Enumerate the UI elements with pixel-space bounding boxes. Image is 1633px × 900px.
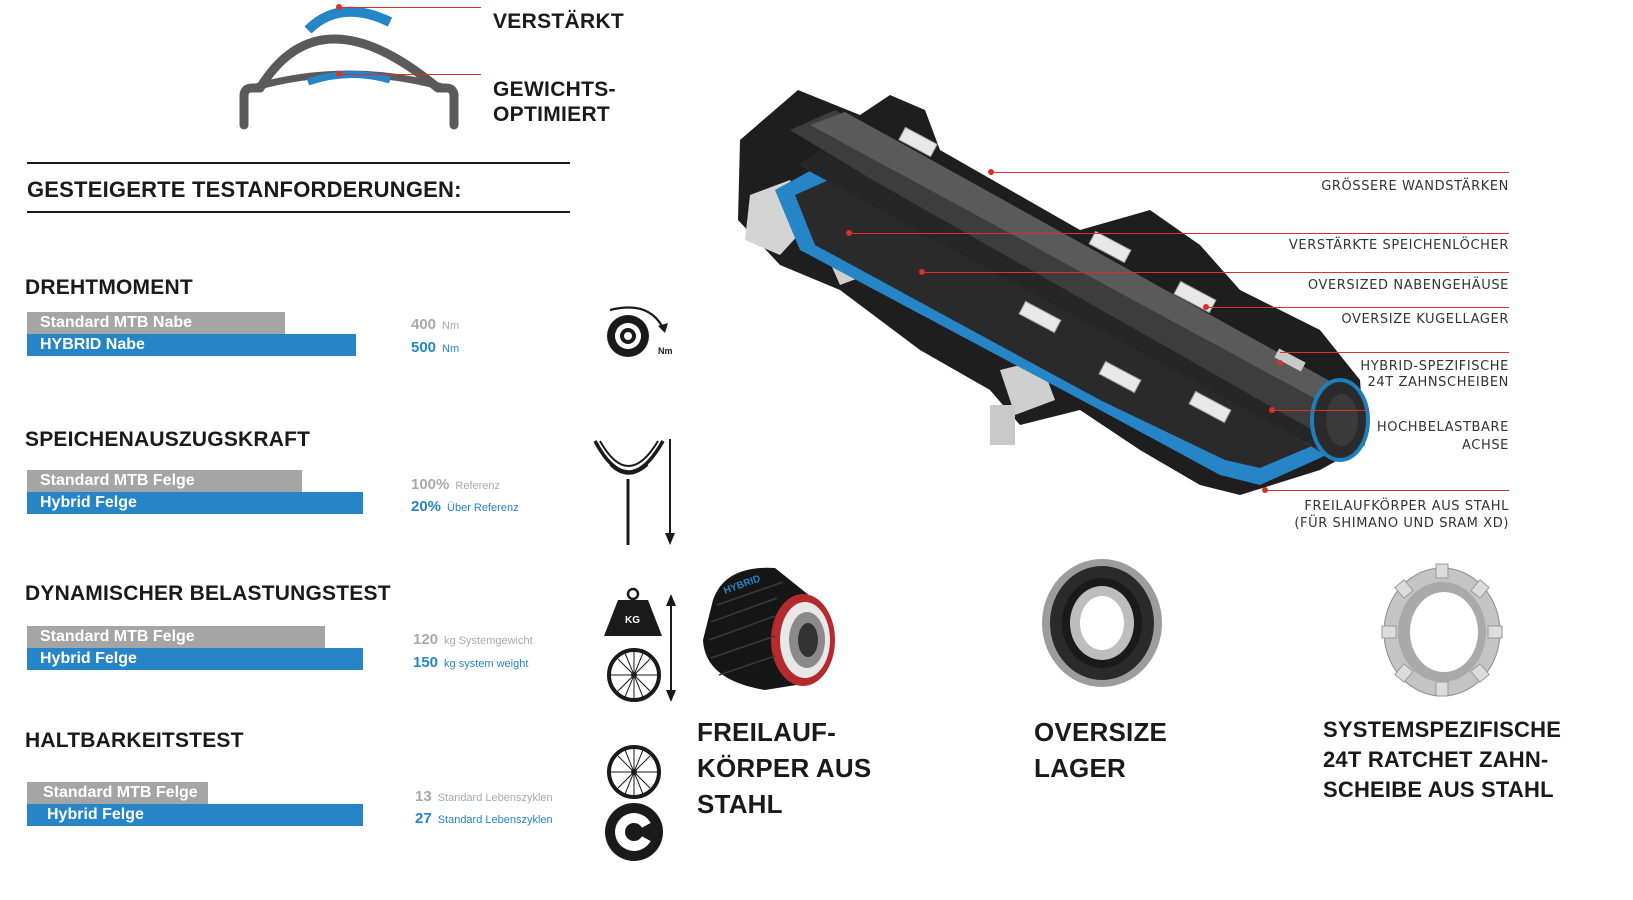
callout-axle-2: ACHSE (1462, 438, 1509, 453)
test-title-dynamic-load: DYNAMISCHER BELASTUNGSTEST (25, 582, 391, 605)
callout-wall-thickness: GRÖSSERE WANDSTÄRKEN (1321, 179, 1509, 194)
caption-bearing: OVERSIZE LAGER (1034, 717, 1168, 783)
rim-callout-line-bottom (341, 74, 481, 75)
bearing-image (1042, 559, 1162, 687)
ratchet-ring-image (1381, 563, 1503, 697)
bar-standard-dynamic-load: Standard MTB Felge (27, 626, 325, 648)
test-title-spoke-pull: SPEICHENAUSZUGSKRAFT (25, 428, 311, 451)
callout-ratchet-1: HYBRID-SPEZIFISCHE (1360, 359, 1509, 374)
hub-cross-section-diagram (738, 90, 1370, 495)
callout-axle-1: HOCHBELASTBARE (1376, 420, 1509, 435)
svg-text:KG: KG (625, 615, 640, 626)
rim-label-weight-optimized-2: OPTIMIERT (493, 103, 611, 126)
bar-hybrid-spoke-pull: Hybrid Felge (27, 492, 363, 514)
header-rule-bottom (27, 211, 570, 213)
header-rule-top (27, 162, 570, 164)
rim-profile-diagram (239, 4, 459, 130)
callout-line-spoke-holes (849, 233, 1509, 234)
callout-line-wall (991, 172, 1509, 173)
bar-standard-durability: Standard MTB Felge (27, 782, 208, 804)
value-standard-spoke-pull: 100%Referenz (411, 476, 501, 493)
bar-standard-spoke-pull: Standard MTB Felge (27, 470, 302, 492)
spoke-pull-icon (593, 439, 675, 545)
freehub-body-image: HYBRID (703, 567, 835, 690)
bar-hybrid-torque: HYBRID Nabe (27, 334, 356, 356)
callout-spoke-holes: VERSTÄRKTE SPEICHENLÖCHER (1288, 238, 1509, 253)
test-title-durability: HALTBARKEITSTEST (25, 729, 244, 752)
rim-label-weight-optimized-1: GEWICHTS- (493, 78, 616, 101)
rim-callout-line-top (341, 7, 481, 8)
callout-line-bearings (1206, 307, 1509, 308)
bar-standard-torque: Standard MTB Nabe (27, 312, 285, 334)
callout-freehub-2: (FÜR SHIMANO UND SRAM XD) (1294, 516, 1509, 531)
torque-wheel-icon: Nm (607, 306, 673, 357)
caption-ratchet: SYSTEMSPEZIFISCHE 24T RATCHET ZAHN- SCHE… (1323, 717, 1562, 802)
caption-freehub: FREILAUF- KÖRPER AUS STAHL (697, 717, 872, 819)
test-title-torque: DREHTMOMENT (25, 276, 193, 299)
bar-hybrid-durability: Hybrid Felge (27, 804, 363, 826)
value-hybrid-spoke-pull: 20%Über Referenz (411, 498, 519, 515)
callout-bearings: OVERSIZE KUGELLAGER (1341, 312, 1509, 327)
bar-hybrid-dynamic-load: Hybrid Felge (27, 648, 363, 670)
callout-hub-body: OVERSIZED NABENGEHÄUSE (1307, 278, 1509, 293)
callout-line-ratchet (1280, 352, 1509, 353)
weight-wheel-icon: KG (604, 587, 676, 702)
durability-wheel-icon (605, 745, 663, 861)
callout-ratchet-2: 24T ZAHNSCHEIBEN (1367, 375, 1509, 390)
callout-line-freehub (1265, 490, 1509, 491)
callout-line-hub-body (922, 272, 1509, 273)
page-title: GESTEIGERTE TESTANFORDERUNGEN: (27, 177, 462, 202)
rim-label-reinforced: VERSTÄRKT (493, 10, 625, 33)
callout-line-axle (1272, 410, 1368, 411)
callout-freehub-1: FREILAUFKÖRPER AUS STAHL (1304, 499, 1509, 514)
svg-text:Nm: Nm (658, 346, 673, 356)
